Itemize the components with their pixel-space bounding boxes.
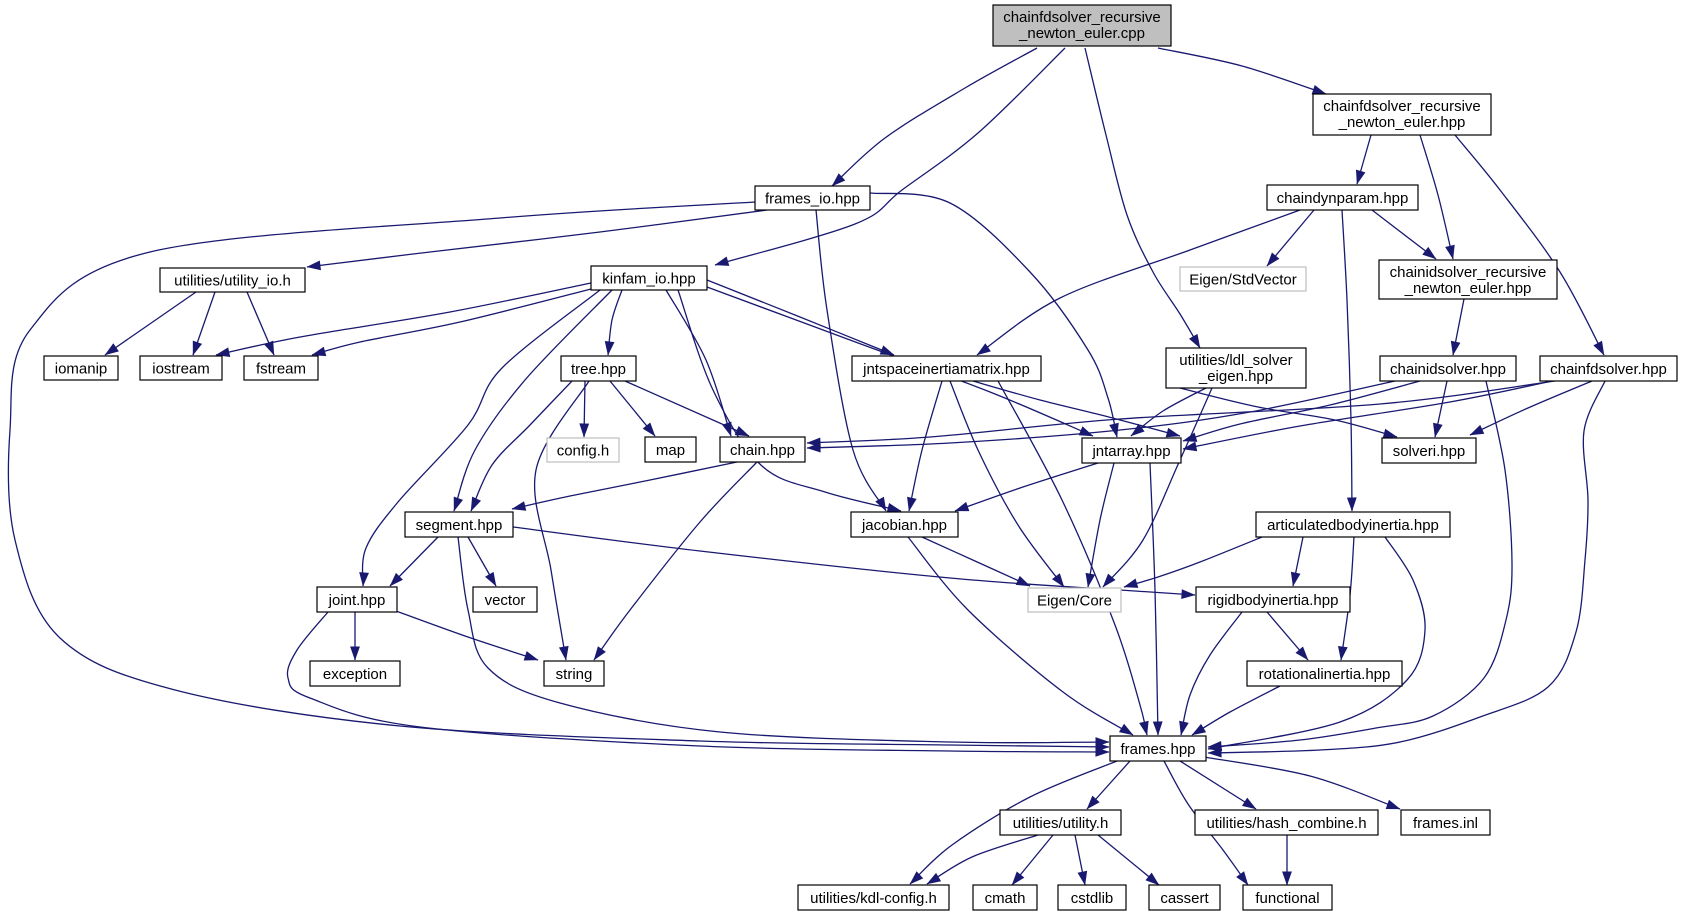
svg-text:iomanip: iomanip xyxy=(55,360,108,377)
svg-text:frames_io.hpp: frames_io.hpp xyxy=(765,190,860,207)
svg-text:_eigen.hpp: _eigen.hpp xyxy=(1198,368,1273,385)
svg-text:utilities/utility.h: utilities/utility.h xyxy=(1013,815,1109,832)
svg-text:exception: exception xyxy=(323,666,387,683)
svg-text:string: string xyxy=(556,666,593,683)
svg-text:cmath: cmath xyxy=(985,890,1026,907)
svg-text:utilities/ldl_solver: utilities/ldl_solver xyxy=(1179,352,1292,369)
svg-text:cstdlib: cstdlib xyxy=(1071,890,1114,907)
svg-text:Eigen/Core: Eigen/Core xyxy=(1037,592,1112,609)
svg-text:segment.hpp: segment.hpp xyxy=(416,517,503,534)
svg-text:frames.inl: frames.inl xyxy=(1413,815,1478,832)
svg-text:cassert: cassert xyxy=(1160,890,1209,907)
svg-text:jacobian.hpp: jacobian.hpp xyxy=(861,517,947,534)
svg-text:_newton_euler.cpp: _newton_euler.cpp xyxy=(1018,25,1145,42)
svg-text:jntarray.hpp: jntarray.hpp xyxy=(1091,443,1170,460)
svg-text:tree.hpp: tree.hpp xyxy=(571,361,626,378)
svg-text:kinfam_io.hpp: kinfam_io.hpp xyxy=(602,270,695,287)
svg-text:chaindynparam.hpp: chaindynparam.hpp xyxy=(1277,190,1409,207)
svg-text:chain.hpp: chain.hpp xyxy=(730,442,795,459)
svg-text:config.h: config.h xyxy=(557,442,610,459)
svg-text:jntspaceinertiamatrix.hpp: jntspaceinertiamatrix.hpp xyxy=(862,361,1030,378)
svg-text:articulatedbodyinertia.hpp: articulatedbodyinertia.hpp xyxy=(1267,517,1439,534)
svg-text:joint.hpp: joint.hpp xyxy=(328,592,386,609)
svg-text:Eigen/StdVector: Eigen/StdVector xyxy=(1189,271,1297,288)
svg-text:rotationalinertia.hpp: rotationalinertia.hpp xyxy=(1259,666,1391,683)
svg-text:chainfdsolver_recursive: chainfdsolver_recursive xyxy=(1003,9,1161,26)
svg-text:vector: vector xyxy=(485,592,526,609)
svg-text:_newton_euler.hpp: _newton_euler.hpp xyxy=(1404,280,1532,297)
svg-text:chainidsolver.hpp: chainidsolver.hpp xyxy=(1390,361,1506,378)
svg-text:iostream: iostream xyxy=(152,360,210,377)
svg-text:rigidbodyinertia.hpp: rigidbodyinertia.hpp xyxy=(1208,592,1339,609)
svg-text:solveri.hpp: solveri.hpp xyxy=(1393,443,1466,460)
svg-text:functional: functional xyxy=(1255,890,1319,907)
svg-text:chainfdsolver_recursive: chainfdsolver_recursive xyxy=(1323,98,1481,115)
svg-text:map: map xyxy=(656,442,685,459)
svg-text:utilities/utility_io.h: utilities/utility_io.h xyxy=(174,272,291,289)
svg-text:utilities/kdl-config.h: utilities/kdl-config.h xyxy=(810,890,937,907)
svg-text:chainidsolver_recursive: chainidsolver_recursive xyxy=(1390,264,1547,281)
svg-text:chainfdsolver.hpp: chainfdsolver.hpp xyxy=(1550,361,1667,378)
svg-text:_newton_euler.hpp: _newton_euler.hpp xyxy=(1338,114,1466,131)
svg-text:fstream: fstream xyxy=(256,360,306,377)
svg-text:frames.hpp: frames.hpp xyxy=(1120,741,1195,758)
svg-text:utilities/hash_combine.h: utilities/hash_combine.h xyxy=(1206,815,1366,832)
